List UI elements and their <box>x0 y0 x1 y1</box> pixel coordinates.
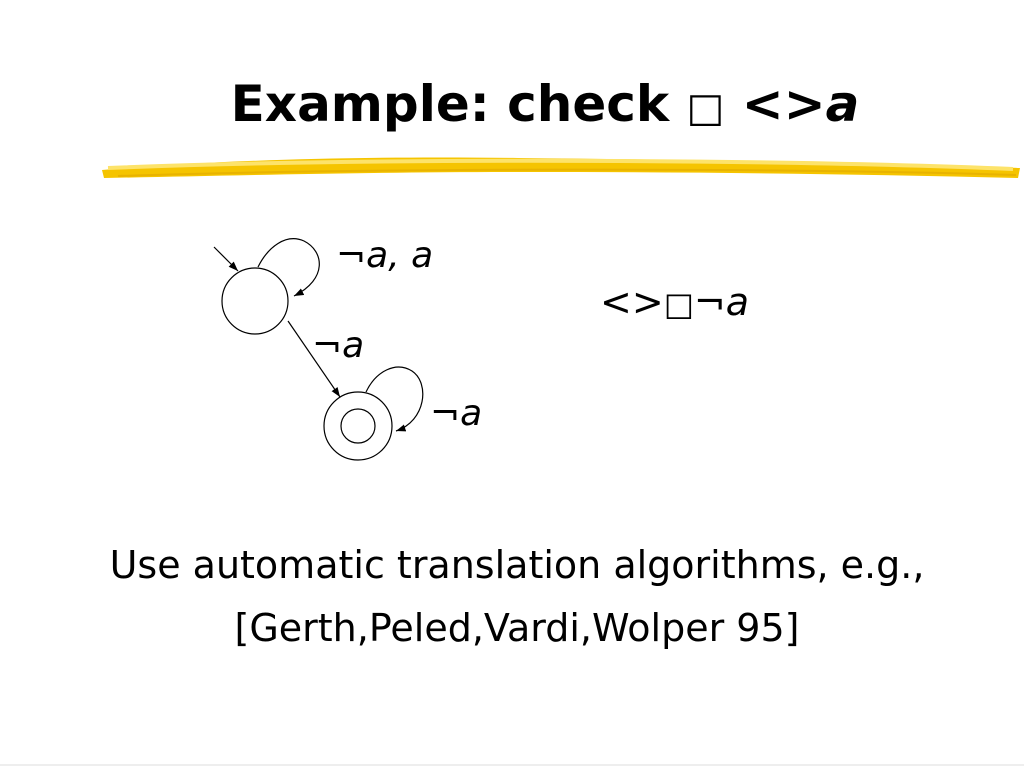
initial-self-loop <box>257 238 320 297</box>
accepting-self-loop <box>365 366 424 432</box>
accepting-loop-label: ¬a <box>430 394 482 434</box>
slide-title: Example: check □ <>a <box>0 72 1024 140</box>
slide-bottom-divider <box>0 764 1024 766</box>
loop-label-text: a, a <box>366 235 434 276</box>
title-highlight-stroke <box>102 157 1020 178</box>
initial-arrow <box>213 246 239 272</box>
accepting-loop-var: a <box>460 393 483 434</box>
body-line-2: [Gerth,Peled,Vardi,Wolper 95] <box>234 606 800 650</box>
negated-formula: <>□¬a <box>600 280 749 326</box>
title-variable: a <box>825 75 860 133</box>
buchi-automaton <box>213 238 424 461</box>
formula-box-symbol: □ <box>663 285 694 323</box>
loop-label-neg: ¬ <box>336 235 367 276</box>
initial-state <box>221 267 289 335</box>
accepting-state-inner <box>340 408 376 444</box>
formula-prefix: <> <box>600 280 664 324</box>
transition-edge <box>287 320 341 398</box>
body-line-1: Use automatic translation algorithms, e.… <box>109 543 925 587</box>
formula-var: a <box>725 280 750 324</box>
title-operator: <> <box>724 75 826 133</box>
edge-label-neg: ¬ <box>312 325 343 366</box>
title-prefix: Example: check <box>230 75 687 133</box>
accepting-loop-neg: ¬ <box>430 393 461 434</box>
edge-label: ¬a <box>312 326 364 366</box>
title-box-symbol: □ <box>686 85 725 131</box>
edge-label-var: a <box>342 325 365 366</box>
loop-label: ¬a, a <box>336 236 433 276</box>
formula-neg: ¬ <box>693 280 726 324</box>
